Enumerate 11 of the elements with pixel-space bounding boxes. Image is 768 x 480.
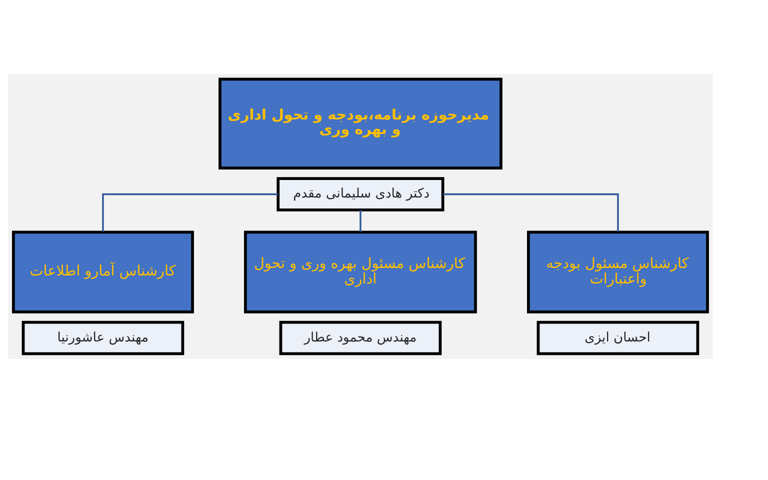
node-box: مدیرحوزه برنامه،بودجه و تحول اداری و بهره وری bbox=[218, 78, 502, 170]
node-box: دکتر هادی سلیمانی مقدم bbox=[276, 177, 444, 212]
node-box: کارشناس مسئول بودجه واعتبارات bbox=[527, 230, 709, 314]
node-box: کارشناس آمارو اطلاعات bbox=[12, 230, 194, 314]
node-box: کارشناس مسئول بهره وری و تحول اداری bbox=[244, 230, 477, 314]
node-box: مهندس محمود عطار bbox=[279, 320, 442, 356]
node-box: مهندس عاشورنیا bbox=[22, 320, 184, 356]
connector bbox=[443, 193, 619, 232]
connector bbox=[360, 210, 362, 232]
connector bbox=[102, 193, 278, 232]
node-box: احسان ایزی bbox=[536, 320, 700, 356]
